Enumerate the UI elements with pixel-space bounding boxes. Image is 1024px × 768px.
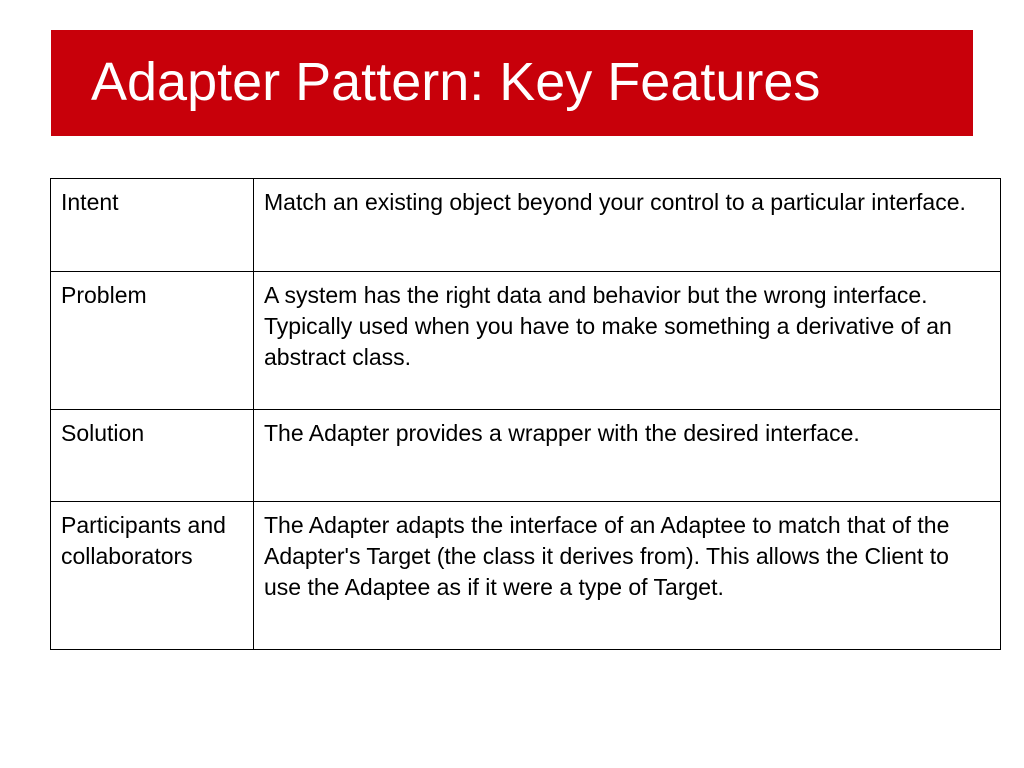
row-description: Match an existing object beyond your con…	[253, 178, 1001, 272]
table-row-participants: Participants and collaborators The Adapt…	[50, 501, 1001, 650]
table-row-problem: Problem A system has the right data and …	[50, 271, 1001, 410]
row-description: The Adapter adapts the interface of an A…	[253, 501, 1001, 650]
title-banner: Adapter Pattern: Key Features	[51, 30, 973, 136]
row-label: Problem	[50, 271, 254, 410]
slide-title: Adapter Pattern: Key Features	[91, 52, 821, 112]
row-label: Participants and collaborators	[50, 501, 254, 650]
row-label: Solution	[50, 409, 254, 502]
features-table: Intent Match an existing object beyond y…	[50, 178, 1001, 650]
row-label: Intent	[50, 178, 254, 272]
table-row-intent: Intent Match an existing object beyond y…	[50, 178, 1001, 272]
table-row-solution: Solution The Adapter provides a wrapper …	[50, 409, 1001, 502]
row-description: A system has the right data and behavior…	[253, 271, 1001, 410]
row-description: The Adapter provides a wrapper with the …	[253, 409, 1001, 502]
